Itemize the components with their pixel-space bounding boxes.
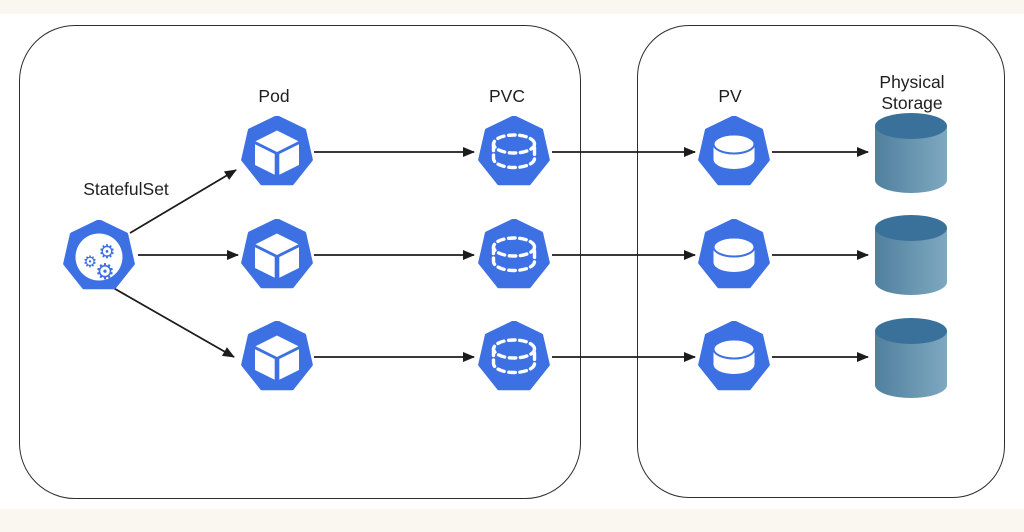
arrow-statefulset-to-pod-3 — [109, 285, 235, 358]
pv-2-heptagon-cylinder-icon — [698, 219, 770, 289]
pv-3-heptagon-cylinder-icon — [698, 321, 770, 391]
pv-1-heptagon-cylinder-icon — [698, 116, 770, 186]
pod-label: Pod — [258, 86, 289, 106]
statefulset-heptagon-gears-icon — [63, 220, 135, 290]
pod-1-heptagon-cube-icon — [241, 116, 313, 186]
storage-2-storage-cylinder-icon — [875, 215, 947, 295]
pvc-label: PVC — [489, 86, 525, 106]
storage-1-storage-cylinder-icon — [875, 113, 947, 193]
arrow-statefulset-to-pod-1 — [129, 169, 237, 234]
pvc-3-heptagon-dashed-cylinder-icon — [478, 321, 550, 391]
storage-3-storage-cylinder-icon — [875, 318, 947, 398]
statefulset-label: StatefulSet — [83, 179, 169, 199]
pvc-2-heptagon-dashed-cylinder-icon — [478, 219, 550, 289]
edge-layer — [109, 147, 869, 362]
pvc-1-heptagon-dashed-cylinder-icon — [478, 116, 550, 186]
pv-label: PV — [718, 86, 742, 106]
pod-2-heptagon-cube-icon — [241, 219, 313, 289]
pod-3-heptagon-cube-icon — [241, 321, 313, 391]
